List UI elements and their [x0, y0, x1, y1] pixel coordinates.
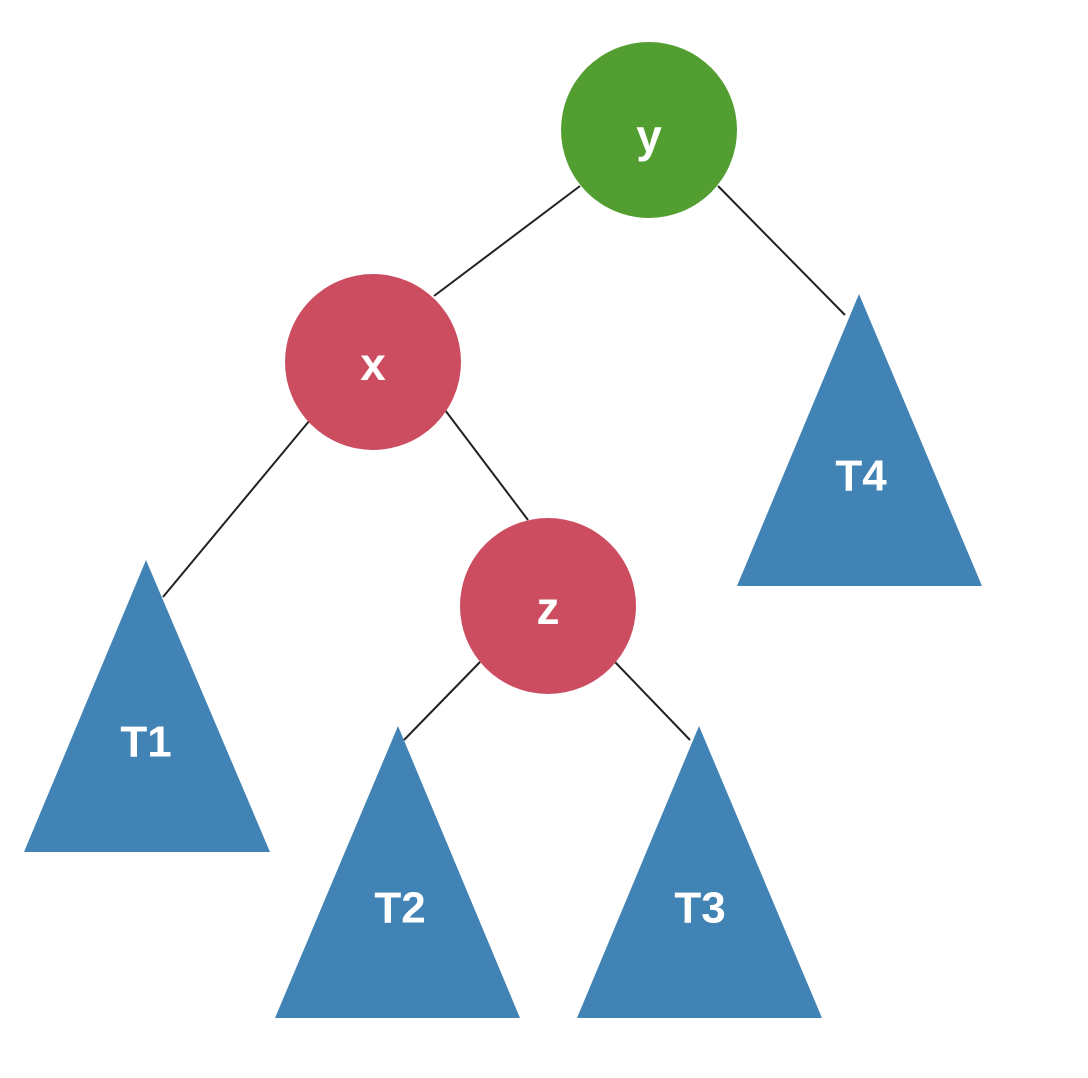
subtree-t4-triangle [737, 294, 982, 586]
edges [162, 185, 846, 741]
node-z: z [460, 518, 636, 694]
subtree-t3-triangle [577, 726, 822, 1018]
edge-x-t1 [162, 419, 311, 598]
edge-z-t3 [614, 661, 691, 741]
subtree-t1: T1 [24, 560, 270, 852]
subtree-t3-label: T3 [674, 884, 725, 933]
node-y-circle [561, 42, 737, 218]
subtree-t3: T3 [577, 726, 822, 1018]
subtree-t1-triangle [24, 560, 270, 852]
subtree-t2-triangle [275, 726, 520, 1018]
node-y-label: y [636, 110, 662, 162]
node-y: y [561, 42, 737, 218]
edge-x-z [444, 409, 529, 521]
node-x-label: x [360, 338, 386, 390]
subtree-t2-label: T2 [374, 884, 425, 933]
node-x: x [285, 274, 461, 450]
node-z-label: z [537, 582, 560, 634]
subtree-t1-label: T1 [120, 718, 171, 767]
subtree-t4-label: T4 [835, 452, 887, 501]
subtree-t2: T2 [275, 726, 520, 1018]
edge-y-t4 [717, 185, 846, 316]
edge-y-x [433, 185, 581, 297]
node-x-circle [285, 274, 461, 450]
edge-z-t2 [403, 661, 481, 741]
node-z-circle [460, 518, 636, 694]
subtree-t4: T4 [737, 294, 982, 586]
